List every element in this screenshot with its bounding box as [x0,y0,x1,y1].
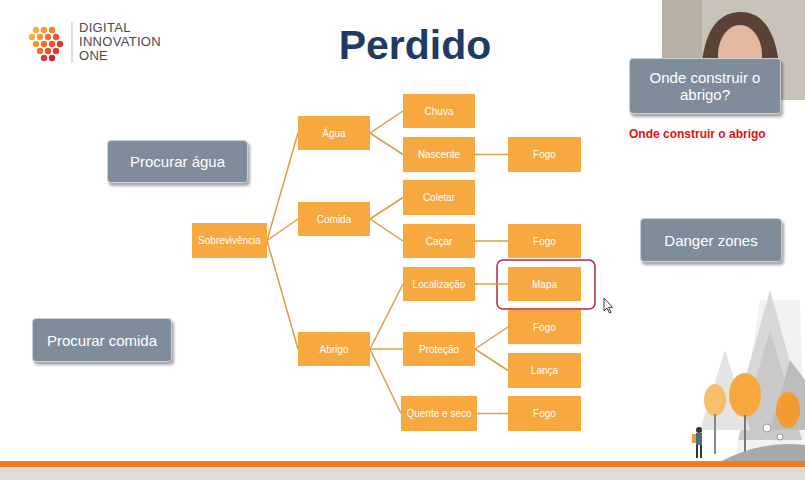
node-text: Mapa [532,279,557,290]
node-text: Fogo [533,149,556,160]
node-text: Caçar [426,236,453,247]
mindmap-box: Chuva [403,94,475,128]
tree-connector [370,133,403,155]
mindmap-box: Proteção [403,332,475,366]
tree-connector [370,349,401,414]
highlight-frame [497,260,595,309]
mindmap-box: Caçar [403,224,475,258]
mindmap-box: Nascente [403,137,475,172]
mindmap-box: Localização [403,267,475,301]
node-text: Nascente [418,149,460,160]
node-text: Procurar água [130,153,225,170]
tree-connector [370,348,403,350]
tree-connector [475,349,508,371]
mindmap-box: Fogo [508,137,581,172]
mindmap-box: Fogo [508,396,581,431]
mindmap-box: Abrigo [298,332,370,366]
tree-connector [370,111,403,133]
mindmap-box: Fogo [508,310,581,344]
mouse-cursor [604,298,613,313]
annotation-note: Onde construir o abrigo [629,127,766,141]
node-text: Lança [531,365,558,376]
node-text: Fogo [533,322,556,333]
node-text: Fogo [533,236,556,247]
mindmap-box: Coletar [403,180,475,215]
mindmap-box: Comida [298,202,370,236]
logo-text: DIGITAL INNOVATION ONE [79,21,161,63]
topic-box: Danger zones [640,218,782,262]
tree-connector [267,241,298,350]
node-text: Abrigo [320,344,349,355]
mindmap-box: Quente e seco [401,396,477,431]
logo-icon [29,27,63,61]
tree-connector [475,154,508,156]
tree-connector [475,327,508,349]
slide-title: Perdido [215,22,615,69]
node-text: Proteção [419,344,459,355]
node-text: Sobrevivência [198,235,261,246]
mindmap-box: Lança [508,353,581,388]
bottom-bar [0,461,805,467]
node-text: Danger zones [664,232,757,249]
mindmap-box: Sobrevivência [192,223,267,258]
node-text: Água [322,128,345,139]
tree-connector [267,133,298,241]
node-text: Coletar [423,192,455,203]
topic-box: Procurar água [107,140,248,183]
tree-connector [370,198,403,220]
mindmap-box: Fogo [508,224,581,258]
node-text: Chuva [425,106,454,117]
node-text: Fogo [533,408,556,419]
mindmap-box: Água [298,116,370,150]
tree-connector [370,284,403,349]
node-text: Onde construir o abrigo? [638,69,772,103]
node-text: Localização [413,279,466,290]
tree-connector [475,240,508,242]
tree-connector [267,219,298,241]
forest-illustration [692,290,805,462]
topic-box: Procurar comida [32,318,172,362]
player-bar [0,467,805,480]
logo-divider [72,22,73,63]
node-text: Quente e seco [406,408,471,419]
tree-connector [477,413,508,415]
node-text: Procurar comida [47,332,157,349]
tree-connector [370,219,403,241]
topic-box: Onde construir o abrigo? [629,58,781,114]
tree-connector [475,283,508,285]
mindmap-box: Mapa [508,267,581,301]
node-text: Comida [317,214,351,225]
